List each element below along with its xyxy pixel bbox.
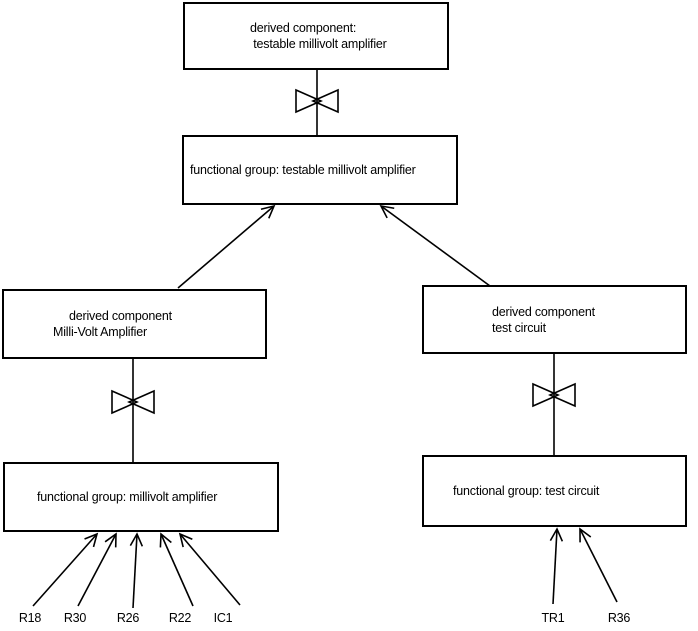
node-label-line2: testable millivolt amplifier bbox=[250, 37, 387, 51]
node-functional-group-millivolt-amplifier: functional group: millivolt amplifier bbox=[3, 462, 279, 532]
component-label-r26: R26 bbox=[116, 611, 140, 625]
component-label-tr1: TR1 bbox=[541, 611, 565, 625]
edge-test-derived-to-testable-functional bbox=[379, 204, 491, 287]
node-functional-group-testable-millivolt-amplifier: functional group: testable millivolt amp… bbox=[182, 135, 458, 205]
component-label-r36: R36 bbox=[607, 611, 631, 625]
node-derived-test-circuit: derived component test circuit bbox=[422, 285, 687, 354]
bowtie-decomposition-icon-left bbox=[111, 389, 155, 415]
node-label: functional group: test circuit bbox=[453, 484, 600, 498]
component-label-ic1: IC1 bbox=[213, 611, 233, 625]
node-label-line1: derived component bbox=[69, 309, 172, 323]
arrow-r26-to-mv-functional bbox=[129, 532, 144, 609]
bowtie-decomposition-icon-right bbox=[532, 382, 576, 408]
node-label: functional group: testable millivolt amp… bbox=[190, 163, 416, 177]
arrow-r22-to-mv-functional bbox=[159, 532, 194, 607]
node-derived-testable-millivolt-amplifier: derived component: testable millivolt am… bbox=[183, 2, 449, 70]
arrow-r30-to-mv-functional bbox=[77, 532, 117, 607]
component-label-r30: R30 bbox=[63, 611, 87, 625]
component-label-r18: R18 bbox=[18, 611, 42, 625]
node-label: functional group: millivolt amplifier bbox=[37, 490, 218, 504]
node-functional-group-test-circuit: functional group: test circuit bbox=[422, 455, 687, 527]
arrow-ic1-to-mv-functional bbox=[178, 532, 241, 606]
node-derived-millivolt-amplifier: derived component Milli-Volt Amplifier bbox=[2, 289, 267, 359]
edge-mv-derived-to-testable-functional bbox=[177, 204, 276, 289]
arrow-tr1-to-test-functional bbox=[549, 527, 564, 605]
arrow-r36-to-test-functional bbox=[579, 527, 618, 603]
node-label-line2: test circuit bbox=[492, 320, 546, 335]
node-label-line1: derived component bbox=[492, 304, 595, 319]
node-label-line1: derived component: bbox=[250, 21, 357, 35]
component-label-r22: R22 bbox=[168, 611, 192, 625]
bowtie-decomposition-icon-top bbox=[295, 88, 339, 114]
node-label-line2: Milli-Volt Amplifier bbox=[53, 325, 147, 339]
arrow-r18-to-mv-functional bbox=[32, 532, 99, 607]
